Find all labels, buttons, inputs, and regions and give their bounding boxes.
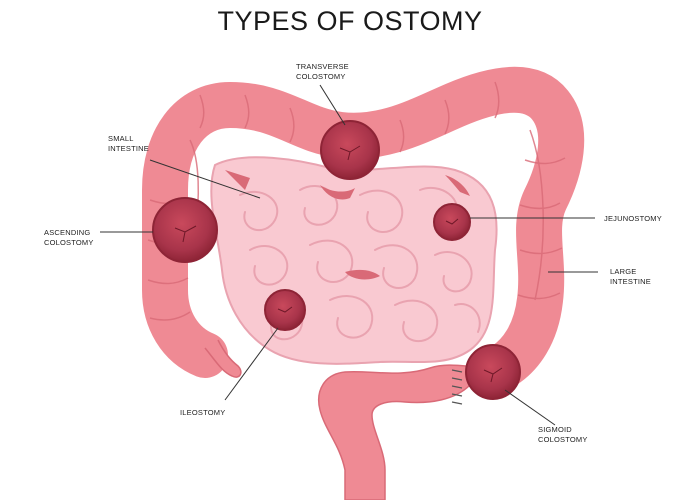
label-ascending-colostomy: ASCENDING COLOSTOMY [44, 228, 94, 247]
diagram-title: TYPES OF OSTOMY [217, 6, 483, 36]
leader-small-intestine [149, 159, 261, 199]
stoma-ascending [152, 197, 218, 263]
stoma-jejunostomy [433, 203, 471, 241]
small-intestine [210, 156, 498, 365]
label-small-intestine: SMALL INTESTINE [108, 134, 149, 153]
stoma-ileostomy [264, 289, 306, 331]
leader-sigmoid [504, 389, 556, 426]
stoma-sigmoid [465, 344, 521, 400]
label-transverse-colostomy: TRANSVERSE COLOSTOMY [296, 62, 349, 81]
label-sigmoid-colostomy: SIGMOID COLOSTOMY [538, 425, 588, 444]
leader-ileostomy [224, 327, 279, 401]
label-jejunostomy: JEJUNOSTOMY [604, 214, 662, 223]
label-large-intestine: LARGE INTESTINE [610, 267, 651, 286]
large-intestine [142, 66, 585, 500]
label-ileostomy: ILEOSTOMY [180, 408, 226, 417]
leader-transverse [319, 84, 346, 126]
stoma-transverse [320, 120, 380, 180]
